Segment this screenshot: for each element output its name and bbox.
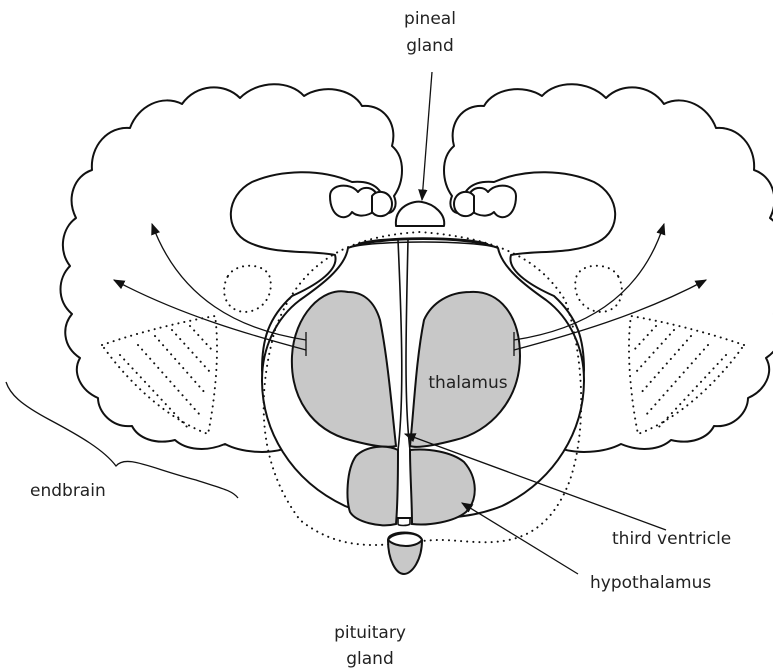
third-ventricle-label: third ventricle xyxy=(612,529,731,549)
left-small-nucleus xyxy=(330,186,378,218)
hypothalamus-pointer xyxy=(462,503,578,574)
pineal-gland xyxy=(396,202,444,226)
left-small-nucleus-2 xyxy=(372,192,392,216)
pituitary-gland-label-line2: gland xyxy=(346,649,394,669)
pituitary-gland-label-line1: pituitary xyxy=(334,623,406,643)
pineal-pointer xyxy=(422,72,432,200)
right-small-nucleus xyxy=(468,186,516,218)
endbrain-label: endbrain xyxy=(30,481,106,501)
right-small-nucleus-2 xyxy=(454,192,474,216)
pineal-gland-label-line1: pineal xyxy=(404,9,456,29)
hypothalamus-label: hypothalamus xyxy=(590,573,711,593)
pituitary-stalk xyxy=(398,518,410,526)
thalamus-label: thalamus xyxy=(428,373,507,393)
pineal-gland-label-line2: gland xyxy=(406,36,454,56)
left-hypothalamus xyxy=(348,447,398,526)
pituitary-gland-top xyxy=(388,533,422,546)
